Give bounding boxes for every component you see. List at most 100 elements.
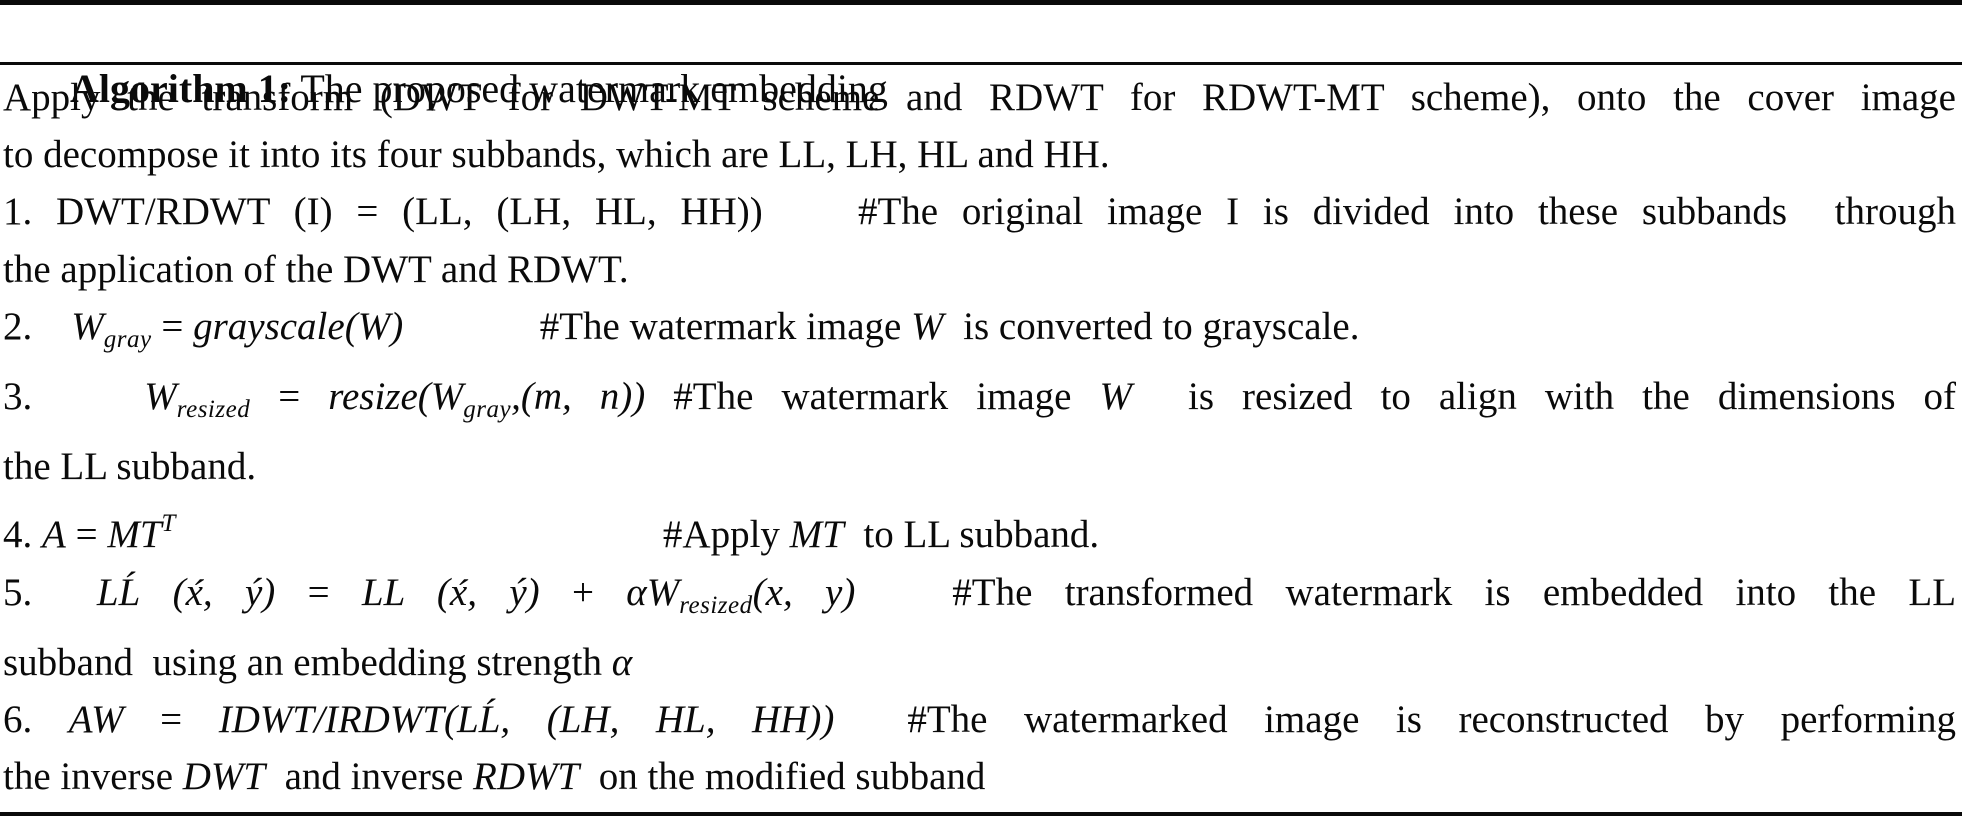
math-segment: resized (679, 591, 753, 619)
math-segment: LH (559, 698, 610, 742)
text-segment: = (151, 304, 194, 348)
math-segment: ( (417, 375, 431, 419)
math-segment: AW (68, 698, 124, 742)
math-segment: x́ (185, 570, 203, 614)
math-segment: W (144, 375, 177, 419)
math-segment: ( (344, 304, 358, 348)
math-segment: , (202, 570, 245, 614)
math-segment: ( (546, 698, 560, 742)
text-segment: + (539, 570, 627, 614)
math-segment: W (646, 570, 680, 614)
math-segment: , (609, 698, 656, 742)
text-segment: #The watermark image (645, 375, 1100, 419)
algorithm-line: 6. AW = IDWT/IRDWT(LĹ, (LH, HL, HH)) #Th… (3, 691, 1956, 748)
text-segment: 5. (3, 570, 97, 614)
algorithm-line: 4. A = MTT #Apply MT to LL subband. (3, 495, 1956, 563)
math-segment: ( (752, 570, 766, 614)
algorithm-line: 2. Wgray = grayscale( W) #The watermark i… (3, 298, 1956, 368)
algorithm-line: 7. End (3, 805, 1956, 818)
text-segment (175, 513, 663, 556)
math-segment: ( (140, 570, 186, 614)
algorithm-line: subband using an embedding strength α (3, 634, 1956, 691)
math-segment: grayscale (193, 304, 345, 348)
math-segment: x́ (449, 570, 468, 614)
math-segment: RDWT (473, 755, 580, 799)
algorithm-title-text: The proposed watermark embedding (291, 66, 888, 111)
math-segment: HH (751, 698, 809, 742)
text-segment: the LL subband. (3, 445, 257, 489)
math-segment: LĹ (457, 698, 501, 742)
math-segment: α (611, 640, 633, 684)
text-segment: subband using an embedding strength (3, 640, 612, 684)
math-segment: x (765, 570, 783, 614)
algorithm-line: the LL subband. (3, 438, 1956, 495)
text-segment: #The transformed watermark is embedded i… (855, 570, 1957, 614)
math-segment: gray (463, 396, 512, 424)
text-segment: the inverse (3, 755, 183, 799)
text-segment: 4. (3, 513, 42, 557)
text-segment: is resized to align with the dimensions … (1132, 375, 1957, 419)
math-segment: ) (390, 304, 404, 348)
text-segment: Apply the transform (DWT for DWT-MT sche… (3, 76, 1956, 119)
math-segment: n (599, 375, 620, 419)
text-segment: to decompose it into its four subbands, … (3, 133, 1110, 177)
math-segment: resize (328, 375, 418, 419)
text-segment: to LL subband. (843, 513, 1100, 557)
text-segment (403, 305, 540, 348)
text-segment: #Apply (662, 513, 790, 557)
math-segment: α (626, 570, 647, 614)
text-segment: the application of the DWT and RDWT. (3, 247, 629, 291)
math-segment: , (782, 570, 826, 614)
math-segment: gray (103, 325, 152, 353)
text-segment: 3. (3, 375, 145, 419)
math-segment: W (71, 304, 104, 348)
math-segment: MT (107, 513, 162, 557)
text-segment: = (250, 375, 329, 419)
algorithm-title-label: Algorithm 1: (70, 66, 292, 111)
text-segment: on the modified subband (579, 755, 986, 799)
algorithm-line: 3. Wresized = resize(Wgray,(m, n)) #The … (3, 368, 1956, 438)
math-segment: ý (244, 570, 263, 614)
math-segment: IDWT/IRDWT (218, 698, 445, 742)
math-segment: ( (404, 570, 450, 614)
algorithm-line: 5. LĹ (x́, ý) = LL (x́, ý) + αWresized(x… (3, 564, 1956, 634)
math-segment: ý (509, 570, 527, 614)
text-segment: #The watermark image (539, 304, 912, 348)
text-segment: and inverse (265, 755, 474, 799)
math-segment: )) (619, 375, 646, 419)
math-segment: ( (520, 375, 534, 419)
algorithm-line: Apply the transform (DWT for DWT-MT sche… (3, 69, 1956, 126)
math-segment: T (161, 510, 176, 538)
math-segment: ) (526, 570, 540, 614)
math-segment: , (705, 698, 752, 742)
math-segment: W (911, 304, 944, 348)
text-segment: 6. (3, 698, 69, 742)
math-segment: W (430, 375, 464, 419)
math-segment: , (467, 570, 510, 614)
math-segment: W (1099, 375, 1133, 419)
text-segment: is converted to grayscale. (943, 304, 1360, 348)
math-segment: ) (262, 570, 276, 614)
math-segment: HL (655, 698, 706, 742)
algorithm-title: Algorithm 1: The proposed watermark embe… (0, 5, 1962, 111)
math-segment: MT (789, 513, 844, 557)
algorithm-line: to decompose it into its four subbands, … (3, 126, 1956, 183)
text-segment: = (123, 698, 219, 742)
math-segment: m (533, 375, 563, 419)
math-segment: ( (444, 698, 458, 742)
algorithm-line: the inverse DWT and inverse RDWT on the … (3, 748, 1956, 805)
math-segment: resized (176, 396, 251, 424)
math-segment: LL (361, 570, 405, 614)
math-segment: , (511, 375, 521, 419)
math-segment: y (825, 570, 843, 614)
math-segment: , (500, 698, 547, 742)
text-segment: 2. (3, 304, 72, 348)
math-segment: A (42, 513, 66, 557)
text-segment: = (275, 570, 362, 614)
text-segment: 7. End (3, 812, 105, 818)
text-segment: = (65, 513, 108, 557)
algorithm-line: 1. DWT/RDWT (I) = (LL, (LH, HL, HH)) #Th… (3, 183, 1956, 240)
math-segment: , (562, 375, 600, 419)
